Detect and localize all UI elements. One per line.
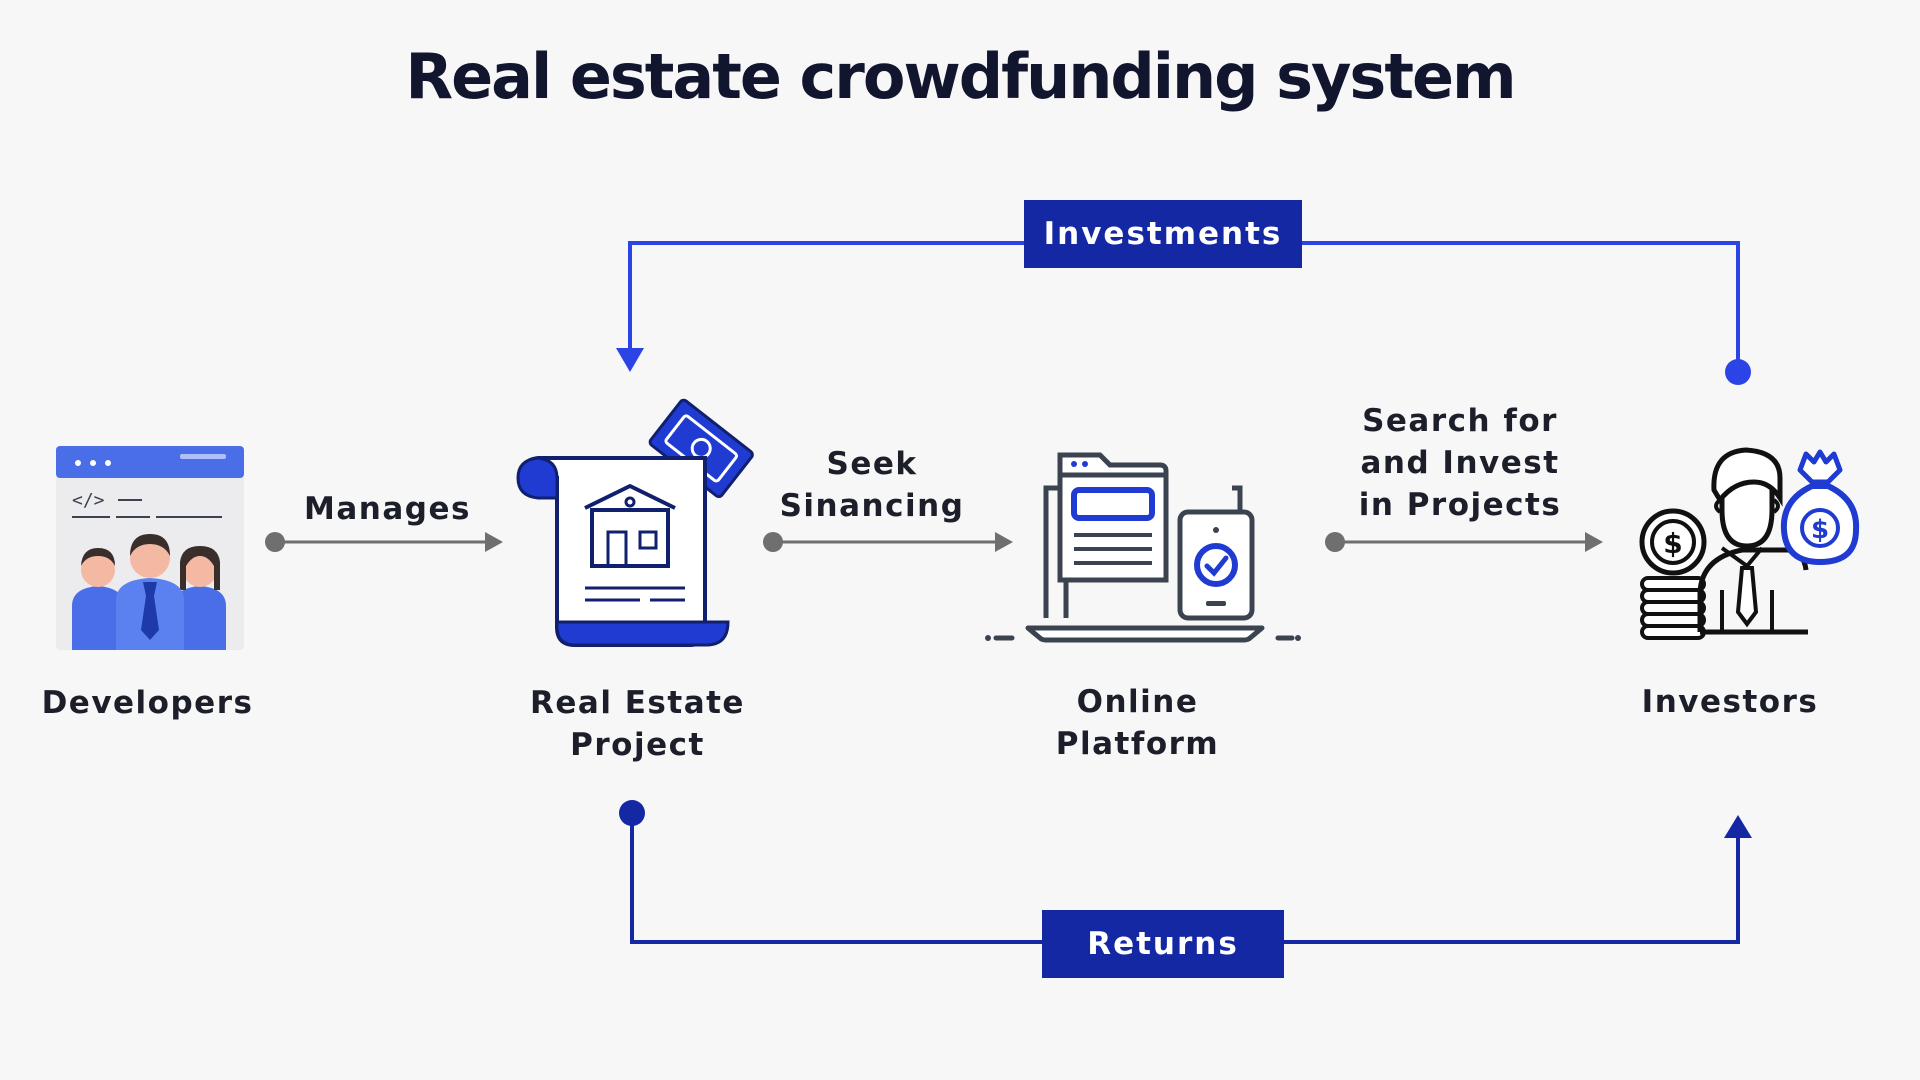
node-label-line: Online [1076, 684, 1199, 720]
returns-arrowhead [1724, 815, 1752, 838]
investments-start-dot [1725, 359, 1751, 385]
returns-label: Returns [1087, 926, 1239, 962]
edge-label-search-invest: Search for and Invest in Projects [1325, 400, 1595, 526]
edge-search-arrow [1325, 532, 1603, 552]
node-label-developers: Developers [20, 682, 275, 724]
node-label-line: Investors [1641, 684, 1819, 720]
investments-label: Investments [1043, 216, 1283, 252]
page-title: Real estate crowdfunding system [405, 40, 1516, 113]
node-label-line: Real Estate [530, 685, 745, 721]
edge-seek-arrow [763, 532, 1013, 552]
edge-label-manages: Manages [280, 488, 495, 530]
returns-start-dot [619, 800, 645, 826]
node-label-line: Developers [41, 685, 254, 721]
online-devices-icon [985, 452, 1301, 643]
node-label-online-platform: Online Platform [1020, 681, 1255, 765]
edge-manages-arrow [265, 532, 503, 552]
investments-box: Investments [1024, 200, 1302, 268]
edge-label-line: Manages [304, 491, 471, 527]
node-label-real-estate-project: Real Estate Project [510, 682, 765, 766]
node-label-line: Platform [1055, 726, 1220, 762]
returns-box: Returns [1042, 910, 1284, 978]
node-label-investors: Investors [1610, 681, 1850, 723]
edge-label-seek-financing: Seek Sinancing [752, 443, 992, 527]
svg-text:$: $ [1663, 527, 1682, 560]
edge-label-line: and Invest [1360, 445, 1560, 481]
developer-team-icon: </> [56, 446, 244, 650]
svg-text:$: $ [1811, 515, 1829, 545]
investor-money-icon: $ $ [1639, 447, 1860, 640]
investments-arrowhead [616, 348, 644, 372]
edge-label-line: Sinancing [779, 488, 965, 524]
svg-text:</>: </> [72, 490, 105, 511]
edge-label-line: Search for [1362, 403, 1558, 439]
real-estate-document-icon [516, 398, 754, 647]
edge-label-line: in Projects [1358, 487, 1562, 523]
node-label-line: Project [570, 727, 705, 763]
edge-label-line: Seek [826, 446, 918, 482]
